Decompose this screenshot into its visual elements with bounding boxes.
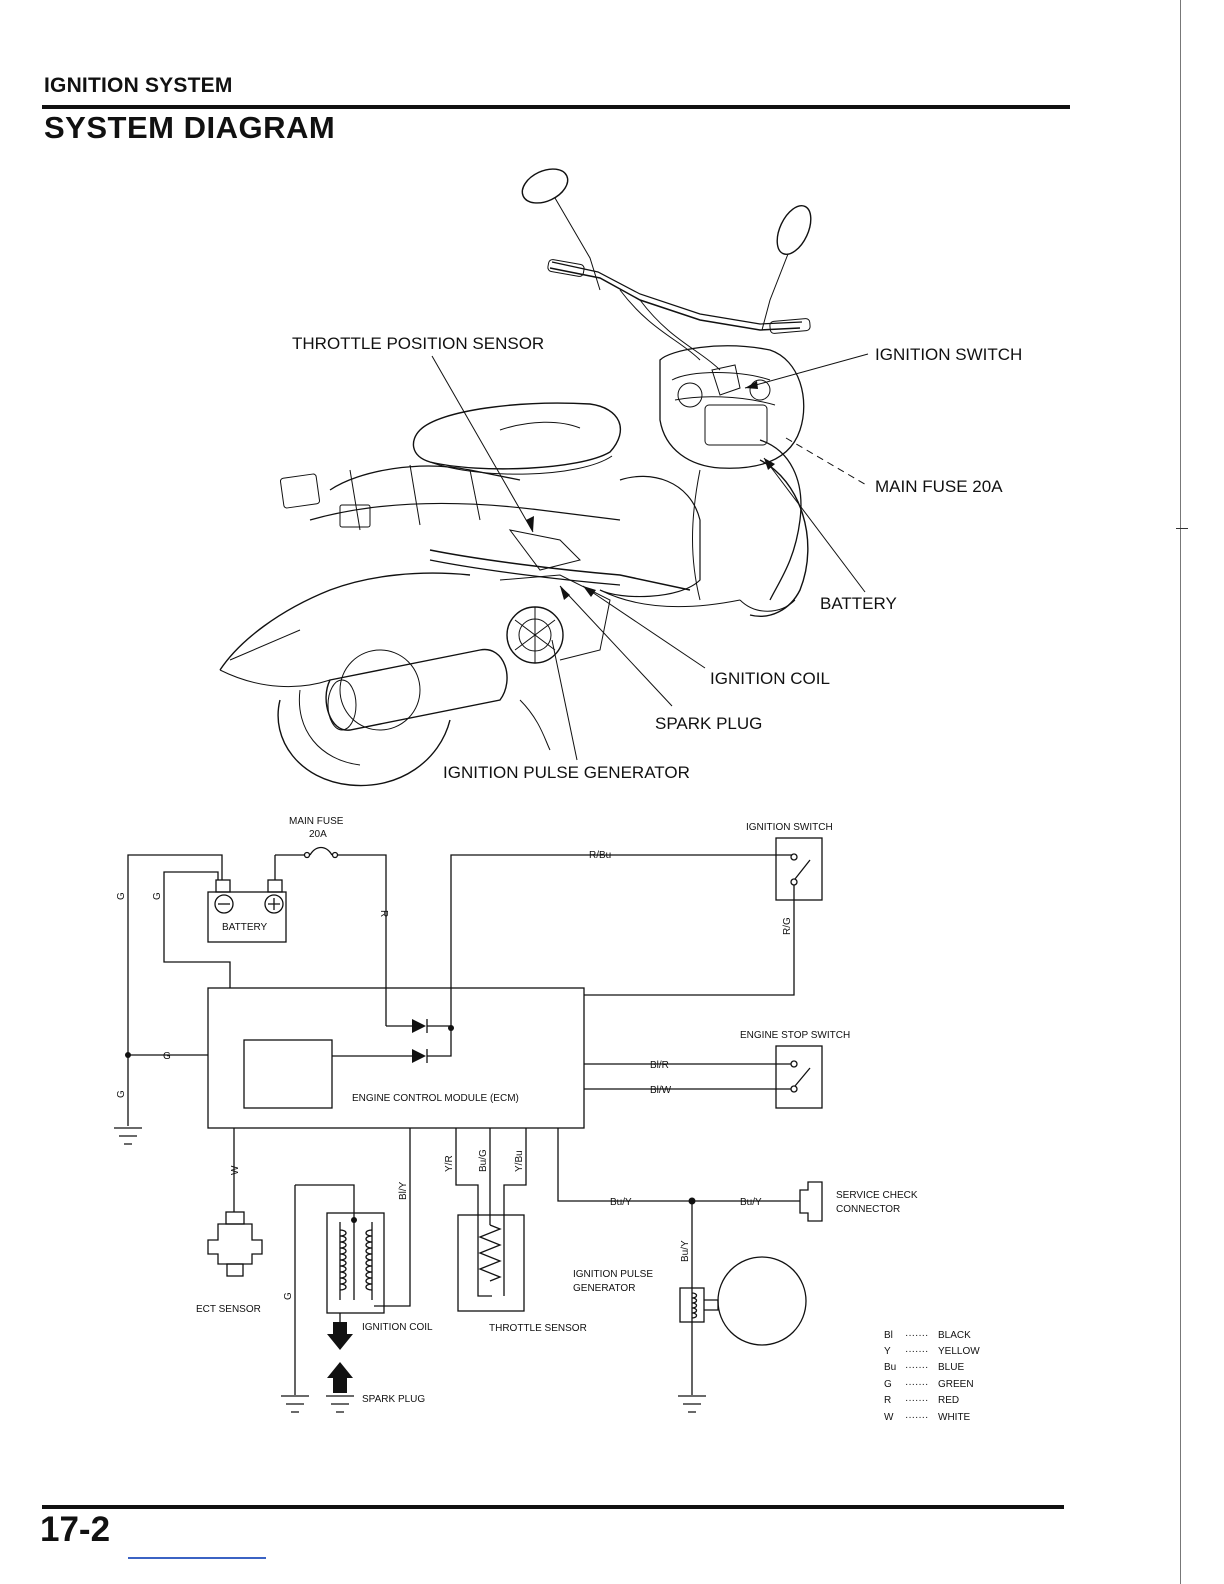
wire-label-g4: G xyxy=(116,1090,127,1098)
wire-label-bl-r: Bl/R xyxy=(650,1060,669,1071)
wire-label-bl-y: Bl/Y xyxy=(398,1181,409,1200)
bu-y-wiring xyxy=(557,1128,800,1395)
legend-dots: ······· xyxy=(905,1362,928,1373)
engine-stop-switch-label: ENGINE STOP SWITCH xyxy=(740,1030,850,1041)
wiring-schematic: MAIN FUSE 20A R BATTERY xyxy=(114,816,980,1423)
junction-dot xyxy=(125,1052,131,1058)
label-ignition-coil: IGNITION COIL xyxy=(710,669,830,688)
legend-code: R xyxy=(884,1395,891,1406)
wire-label-g2: G xyxy=(152,892,163,900)
legend-color: GREEN xyxy=(938,1379,974,1390)
wire-label-g3: G xyxy=(163,1051,171,1062)
ect-sensor-symbol xyxy=(207,1128,263,1277)
ignition-switch-box xyxy=(775,837,823,901)
ground-symbol-left xyxy=(114,1127,142,1145)
ground-symbol-ipg xyxy=(678,1395,706,1413)
wire-label-bu-g: Bu/G xyxy=(478,1149,489,1172)
label-main-fuse: MAIN FUSE 20A xyxy=(875,477,1003,496)
label-ignition-switch: IGNITION SWITCH xyxy=(875,345,1022,364)
ignition-pulse-generator-symbol xyxy=(679,1256,807,1346)
battery-label: BATTERY xyxy=(222,922,268,933)
engine-stop-switch-box xyxy=(775,1045,823,1109)
battery-symbol xyxy=(207,879,287,943)
page-number: 17-2 xyxy=(40,1510,111,1549)
wire-label-w: W xyxy=(230,1165,241,1175)
illustration-arrowheads xyxy=(526,381,775,600)
ignition-switch-label: IGNITION SWITCH xyxy=(746,822,833,833)
wire-label-bu-y2: Bu/Y xyxy=(740,1197,762,1208)
wire-label-r-g: R/G xyxy=(782,917,793,935)
coil-output-arrow xyxy=(327,1322,353,1350)
spark-plug-arrow xyxy=(327,1362,353,1393)
main-fuse-label: MAIN FUSE xyxy=(289,816,344,827)
throttle-sensor-symbol xyxy=(455,1128,527,1312)
legend-color: BLUE xyxy=(938,1362,964,1373)
label-ignition-pulse-generator: IGNITION PULSE GENERATOR xyxy=(443,763,690,782)
label-spark-plug: SPARK PLUG xyxy=(655,714,762,733)
service-check-label-2: CONNECTOR xyxy=(836,1204,900,1215)
wire-label-bu-y1: Bu/Y xyxy=(610,1197,632,1208)
ignition-coil-symbol xyxy=(294,1128,411,1395)
wire-label-y-r: Y/R xyxy=(444,1155,455,1172)
engine-stop-switch-wiring xyxy=(584,1060,811,1093)
legend-code: Y xyxy=(884,1346,891,1357)
wire-label-y-bu: Y/Bu xyxy=(514,1150,525,1172)
scooter-illustration xyxy=(219,168,812,787)
header-rule xyxy=(42,105,1070,109)
ipg-label-1: IGNITION PULSE xyxy=(573,1269,653,1280)
legend-color: WHITE xyxy=(938,1412,971,1423)
wire-color-legend: Bl ······· BLACK Y ······· YELLOW Bu ···… xyxy=(884,1330,980,1423)
legend-code: Bl xyxy=(884,1330,893,1341)
wire-label-g5: G xyxy=(283,1292,294,1300)
legend-dots: ······· xyxy=(905,1412,928,1423)
wire-label-bu-y3: Bu/Y xyxy=(680,1240,691,1262)
page-edge-tick xyxy=(1176,528,1188,529)
coil-junction-dot xyxy=(351,1217,357,1223)
ecm-inner-module xyxy=(243,1039,333,1109)
legend-dots: ······· xyxy=(905,1379,928,1390)
legend-dots: ······· xyxy=(905,1395,928,1406)
ect-sensor-label: ECT SENSOR xyxy=(196,1304,261,1315)
footer-link-underline[interactable] xyxy=(128,1557,266,1559)
spark-plug-label: SPARK PLUG xyxy=(362,1394,425,1405)
ecm-diodes xyxy=(332,854,792,1063)
throttle-sensor-label: THROTTLE SENSOR xyxy=(489,1323,587,1334)
service-check-label-1: SERVICE CHECK xyxy=(836,1190,918,1201)
wire-label-r-bu: R/Bu xyxy=(589,850,611,861)
bu-y-junction-dot xyxy=(688,1197,696,1205)
main-fuse-symbol xyxy=(274,846,387,1026)
ignition-coil-label: IGNITION COIL xyxy=(362,1322,433,1333)
legend-dots: ······· xyxy=(905,1346,928,1357)
ground-wires xyxy=(127,854,231,1126)
service-check-connector-symbol xyxy=(799,1181,823,1222)
ecm-box xyxy=(207,987,585,1129)
label-throttle-position-sensor: THROTTLE POSITION SENSOR xyxy=(292,334,544,353)
ipg-label-2: GENERATOR xyxy=(573,1283,635,1294)
ground-symbols-coil xyxy=(281,1395,354,1413)
wire-label-g1: G xyxy=(116,892,127,900)
wire-label-r: R xyxy=(378,910,389,917)
footer-rule xyxy=(42,1505,1064,1509)
illustration-leader-lines xyxy=(431,353,869,761)
legend-dots: ······· xyxy=(905,1330,928,1341)
legend-code: Bu xyxy=(884,1362,896,1373)
legend-color: YELLOW xyxy=(938,1346,980,1357)
ecm-label: ENGINE CONTROL MODULE (ECM) xyxy=(352,1093,519,1104)
legend-code: W xyxy=(884,1412,894,1423)
main-fuse-rating: 20A xyxy=(309,829,327,840)
label-battery: BATTERY xyxy=(820,594,897,613)
wire-label-bl-w: Bl/W xyxy=(650,1085,672,1096)
legend-code: G xyxy=(884,1379,892,1390)
section-title: IGNITION SYSTEM xyxy=(44,74,233,97)
page-title: SYSTEM DIAGRAM xyxy=(44,110,336,145)
legend-color: BLACK xyxy=(938,1330,971,1341)
page-edge-line xyxy=(1180,0,1181,1584)
ignition-switch-contacts xyxy=(584,853,811,996)
legend-color: RED xyxy=(938,1395,959,1406)
